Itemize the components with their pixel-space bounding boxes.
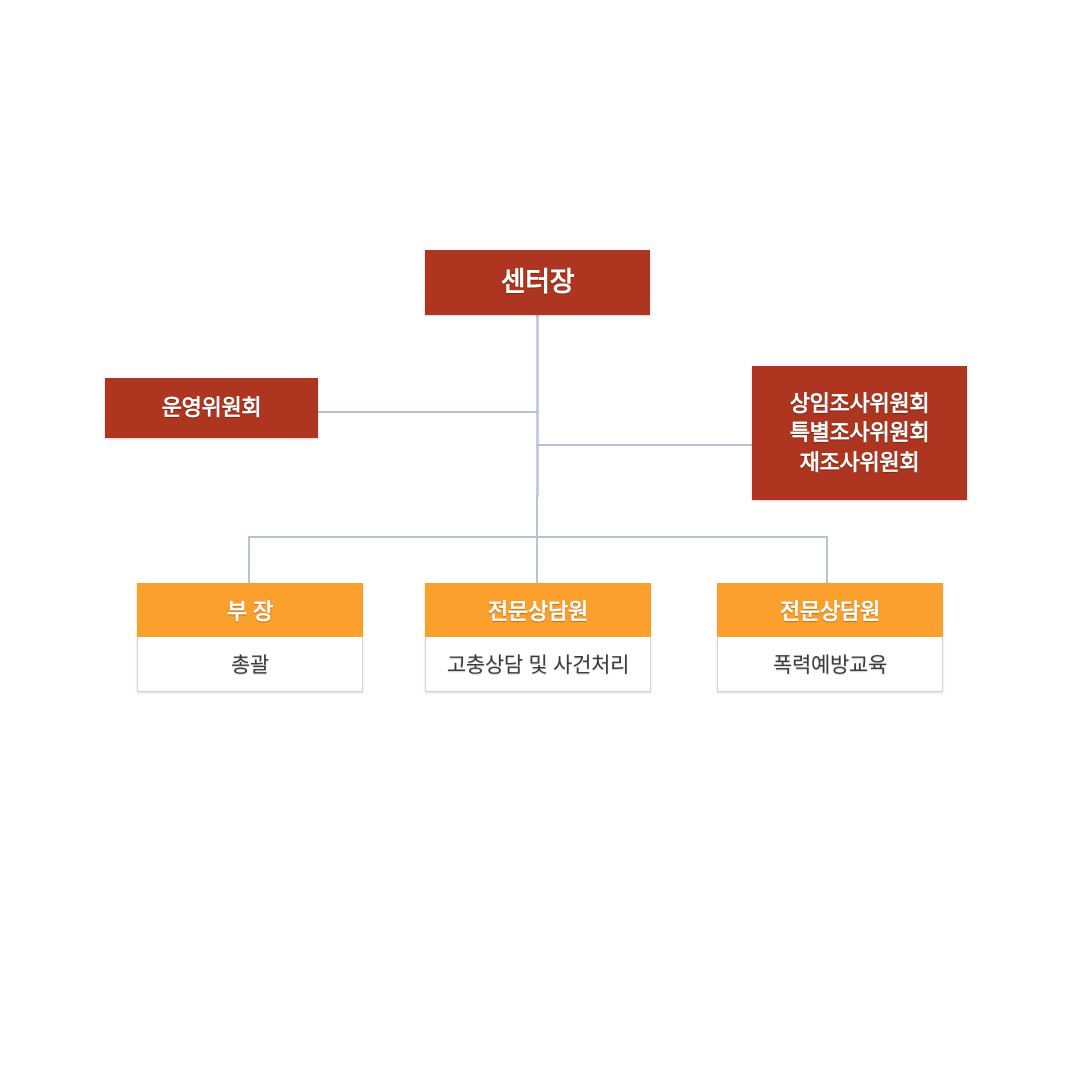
node-staff-manager-title: 부 장 bbox=[227, 599, 273, 624]
node-center-director-label: 센터장 bbox=[500, 266, 575, 297]
node-center-director[interactable]: 센터장 bbox=[425, 250, 650, 315]
connector-distribution-bar bbox=[248, 536, 828, 538]
node-staff-counselor-2[interactable]: 전문상담원 폭력예방교육 bbox=[717, 583, 943, 692]
connector-drop-staff-3 bbox=[826, 536, 828, 584]
node-staff-manager[interactable]: 부 장 총괄 bbox=[137, 583, 363, 692]
node-steering-committee[interactable]: 운영위원회 bbox=[105, 378, 318, 438]
node-steering-committee-label: 운영위원회 bbox=[161, 395, 262, 421]
node-investigation-committees-label: 상임조사위원회 특별조사위원회 재조사위원회 bbox=[790, 389, 930, 476]
node-staff-counselor-1-header: 전문상담원 bbox=[425, 583, 651, 637]
connector-drop-staff-1 bbox=[248, 536, 250, 584]
committee-line-1: 상임조사위원회 bbox=[789, 391, 930, 417]
connector-to-committee-right bbox=[536, 444, 753, 446]
node-staff-counselor-2-body: 폭력예방교육 bbox=[717, 637, 943, 692]
node-staff-counselor-1-duty: 고충상담 및 사건처리 bbox=[446, 654, 630, 677]
node-staff-counselor-1[interactable]: 전문상담원 고충상담 및 사건처리 bbox=[425, 583, 651, 692]
node-staff-counselor-1-title: 전문상담원 bbox=[487, 599, 589, 624]
node-staff-counselor-2-header: 전문상담원 bbox=[717, 583, 943, 637]
node-staff-counselor-2-duty: 폭력예방교육 bbox=[772, 654, 888, 677]
committee-line-2: 특별조사위원회 bbox=[789, 420, 930, 446]
node-staff-manager-header: 부 장 bbox=[137, 583, 363, 637]
connector-to-committee-left bbox=[318, 411, 538, 413]
connector-trunk-upper bbox=[536, 315, 539, 497]
node-staff-manager-duty: 총괄 bbox=[230, 654, 270, 677]
node-staff-manager-body: 총괄 bbox=[137, 637, 363, 692]
committee-line-3: 재조사위원회 bbox=[799, 449, 920, 475]
node-investigation-committees[interactable]: 상임조사위원회 특별조사위원회 재조사위원회 bbox=[752, 366, 967, 500]
node-staff-counselor-1-body: 고충상담 및 사건처리 bbox=[425, 637, 651, 692]
node-staff-counselor-2-title: 전문상담원 bbox=[779, 599, 881, 624]
connector-drop-staff-2 bbox=[536, 536, 538, 584]
